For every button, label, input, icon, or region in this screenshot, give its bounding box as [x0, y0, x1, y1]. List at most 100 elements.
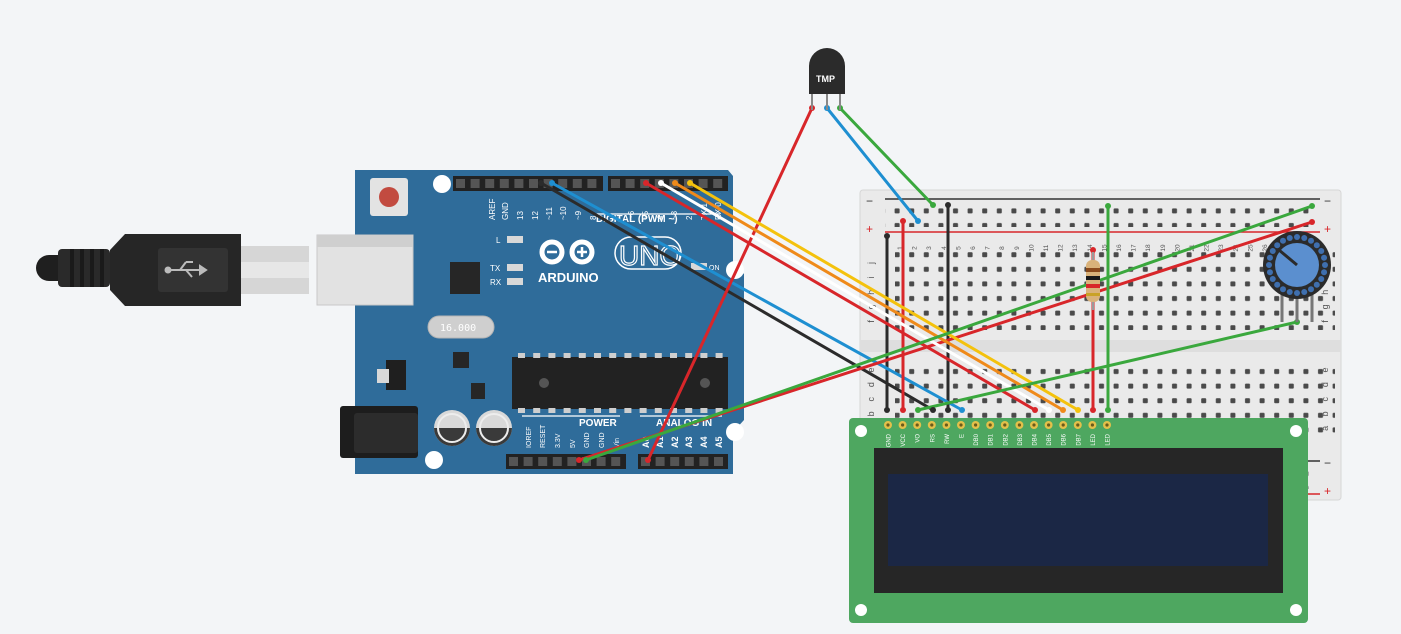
column-number: 23 [1218, 244, 1225, 252]
lcd-pin-label: DB0 [974, 433, 980, 445]
temperature-sensor[interactable]: TMP [809, 48, 845, 110]
column-number: 17 [1131, 244, 1138, 252]
potentiometer-pointer [1278, 248, 1298, 267]
potentiometer[interactable] [1263, 231, 1331, 322]
wires [538, 105, 1315, 463]
column-number: 2 [912, 246, 919, 250]
lcd-pin-label: LED [1091, 433, 1097, 445]
reset-button-cap[interactable] [379, 187, 399, 207]
usb-cable[interactable] [36, 234, 309, 306]
capacitor [476, 410, 512, 446]
led-label-rx: RX [490, 278, 502, 287]
analog-pin-label: A3 [684, 436, 694, 448]
mounting-hole [433, 175, 451, 193]
column-number: 1 [897, 246, 904, 250]
digital-label: DIGITAL (PWM ~) [596, 214, 678, 225]
lcd-pin-label: DB6 [1062, 433, 1068, 445]
lcd-pin-label: LED [1106, 433, 1112, 445]
lcd-pin-label: RS [930, 434, 936, 442]
digital-pin-label: 8 [589, 215, 598, 220]
column-number: 22 [1204, 244, 1211, 252]
row-letter: e [866, 367, 876, 372]
wire-green-gnd[interactable] [584, 204, 1314, 462]
wire-green-pot-wiper[interactable] [916, 320, 1299, 412]
row-letter: d [1320, 382, 1330, 387]
arduino-logo-icon [539, 239, 595, 265]
svg-text:+: + [1324, 222, 1331, 236]
row-letter: h [866, 290, 876, 295]
column-number: 7 [985, 246, 992, 250]
column-number: 5 [955, 246, 962, 250]
mounting-hole [425, 451, 443, 469]
digital-pin-label: RX 0 [714, 202, 723, 220]
power-pin-label: IOREF [526, 427, 533, 448]
led-label-tx: TX [490, 264, 501, 273]
column-number: 9 [1014, 246, 1021, 250]
wire-red-pin6[interactable] [644, 181, 1037, 412]
led-on [691, 263, 707, 270]
digital-pin-label: ~9 [574, 210, 583, 220]
crystal-label: 16.000 [440, 323, 476, 334]
digital-pin-label: 4 [656, 215, 665, 220]
column-number: 19 [1160, 244, 1167, 252]
column-number: 10 [1028, 244, 1035, 252]
lcd-pin-label: DB7 [1076, 433, 1082, 445]
lcd-pin-label: DB4 [1033, 433, 1039, 445]
column-number: 15 [1101, 244, 1108, 252]
wire-yellow-pin2[interactable] [688, 181, 1080, 412]
wire-white-pin4[interactable] [659, 181, 1051, 412]
lcd-pin-label: DB2 [1003, 433, 1009, 445]
wire-blue-sensor-ground[interactable] [825, 106, 920, 223]
power-pin-label: GND [584, 432, 591, 448]
mounting-hole [726, 423, 744, 441]
column-number: 16 [1116, 244, 1123, 252]
power-rail-top-holes[interactable] [885, 205, 1315, 227]
column-number: 8 [999, 246, 1006, 250]
terminal-strip-top-holes[interactable] [895, 252, 1335, 330]
lcd-pin-label: DB5 [1047, 433, 1053, 445]
led-label-on: ON [709, 265, 720, 272]
wire-green-sensor-vout[interactable] [838, 106, 935, 207]
wire-orange-pin3[interactable] [673, 181, 1065, 412]
breadboard-center-channel [860, 340, 1341, 352]
bottom-header-sockets [509, 457, 723, 466]
row-letter: b [1320, 411, 1330, 416]
resistor[interactable] [1086, 252, 1100, 310]
led-tx [507, 264, 523, 271]
row-letter: g [1320, 304, 1330, 309]
power-pin-label: RESET [540, 424, 547, 448]
column-number: 26 [1262, 244, 1269, 252]
wire-black-gnd[interactable] [539, 181, 935, 412]
power-pin-label: 5V [570, 439, 577, 448]
analog-pin-label: A4 [699, 436, 709, 448]
row-letter: d [866, 382, 876, 387]
row-letter: f [866, 320, 876, 323]
column-number: 3 [926, 246, 933, 250]
capacitor [434, 410, 470, 446]
wire-blue-pin12[interactable] [550, 181, 964, 412]
column-number: 18 [1145, 244, 1152, 252]
wire-red-sensor-a0[interactable] [646, 106, 814, 462]
led-label-l: L [496, 236, 501, 245]
row-letter: h [1320, 290, 1330, 295]
digital-pin-label: ~3 [670, 210, 679, 220]
power-label: POWER [579, 418, 618, 429]
lcd-pin-label: DB1 [989, 433, 995, 445]
mounting-hole [855, 604, 867, 616]
column-number: 14 [1087, 244, 1094, 252]
digital-pin-label: 2 [685, 215, 694, 220]
svg-text:+: + [1324, 484, 1331, 498]
column-number: 6 [970, 246, 977, 250]
digital-pin-label: ~5 [641, 210, 650, 220]
digital-pin-label: TX 1 [700, 203, 709, 220]
lcd-pin-label: RW [945, 434, 951, 444]
led-l [507, 236, 523, 243]
mounting-hole [1290, 604, 1302, 616]
lcd-pin-label: E [960, 434, 966, 438]
